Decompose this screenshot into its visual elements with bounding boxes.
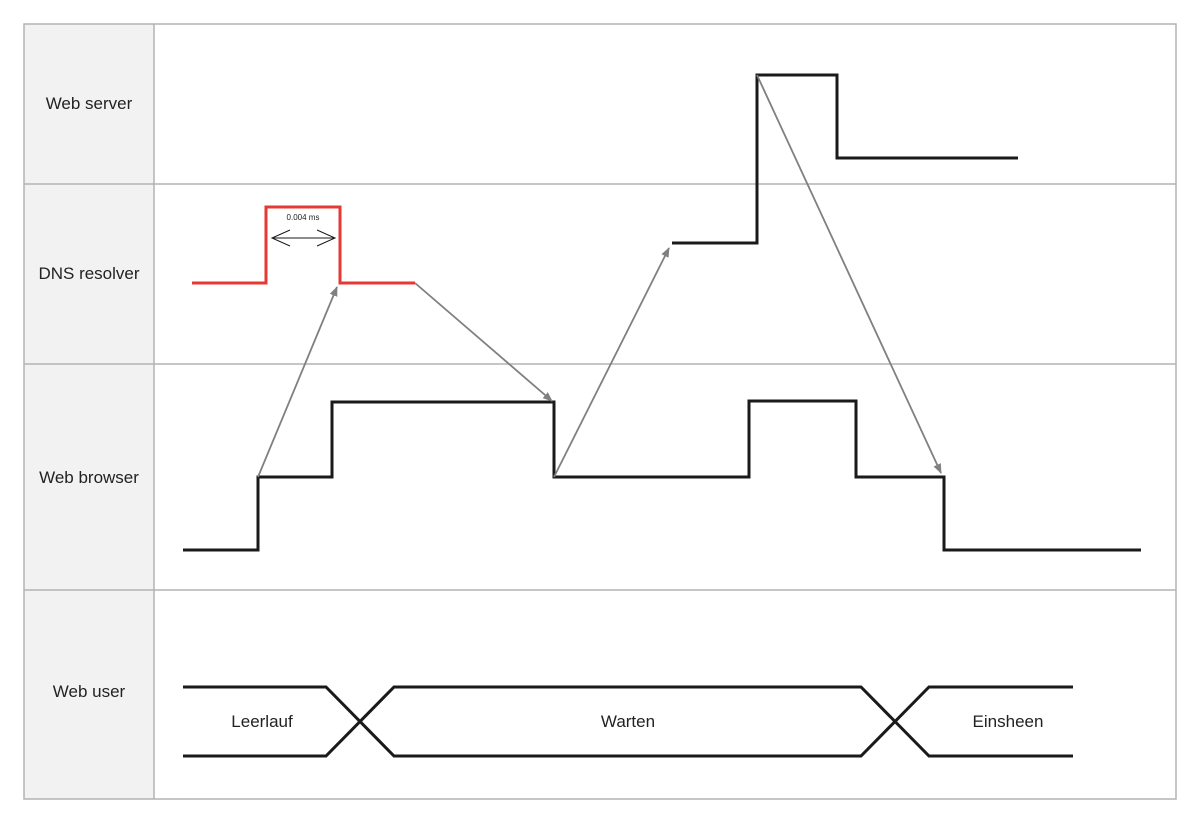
message-arrow-server-to-browser [756, 74, 942, 474]
state-label-viewing: Einsheen [973, 712, 1044, 731]
message-arrow-browser-to-dns [257, 286, 338, 478]
label-column [24, 24, 154, 799]
message-arrow-dns-to-browser [414, 282, 553, 402]
lane-label-dns-resolver: DNS resolver [38, 264, 139, 283]
diagram-frame [23, 23, 1177, 800]
duration-arrow [270, 229, 337, 247]
dns-resolver-signal-upstream [672, 160, 759, 245]
message-arrow-browser-to-dns-upstream [553, 247, 670, 478]
lane-label-web-browser: Web browser [39, 468, 139, 487]
dns-resolver-signal [192, 205, 415, 285]
duration-label: 0.004 ms [287, 213, 320, 222]
state-label-idle: Leerlauf [231, 712, 293, 731]
web-server-signal [755, 73, 1018, 160]
web-browser-signal [183, 399, 1141, 552]
lane-label-web-user: Web user [53, 682, 126, 701]
lane-label-web-server: Web server [46, 94, 133, 113]
web-user-state-bus [183, 685, 1073, 758]
state-label-waiting: Warten [601, 712, 655, 731]
